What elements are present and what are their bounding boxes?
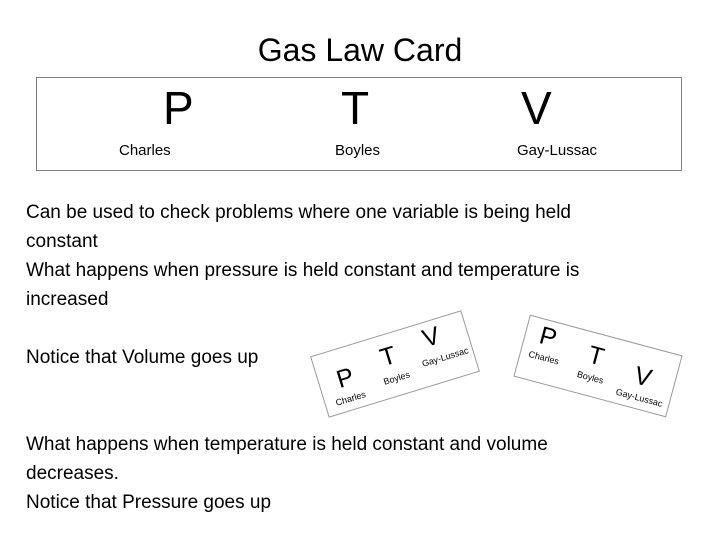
mini-right-letter-p: P [536,321,560,353]
body-line: constant [26,231,98,252]
card-letter-t: T [341,82,370,134]
body-line: Notice that Volume goes up [26,347,259,368]
mini-left-letter-t: T [376,341,400,373]
body-line: What happens when temperature is held co… [26,434,548,455]
card-letter-v: V [521,82,552,134]
mini-left-letter-v: V [419,321,444,354]
body-line: increased [26,289,109,310]
body-line: Can be used to check problems where one … [26,202,571,223]
card-name-charles: Charles [119,142,171,159]
slide-title: Gas Law Card [257,32,463,68]
body-line: Notice that Pressure goes up [26,492,272,513]
body-text: Can be used to check problems where one … [26,198,696,517]
card-name-gay-lussac: Gay-Lussac [517,142,598,159]
mini-right-letter-t: T [585,340,608,372]
mini-left-letter-p: P [333,362,358,394]
card-letter-p: P [163,82,194,134]
mini-right-letter-v: V [631,361,655,393]
mini-left-name-boyles: Boyles [382,369,412,387]
mini-left-name-charles: Charles [334,389,367,408]
mini-right-name-charles: Charles [527,348,561,367]
gas-law-card: P T V Charles Boyles Gay-Lussac [36,77,682,171]
body-line: What happens when pressure is held const… [26,260,580,281]
body-line: decreases. [26,463,119,484]
card-name-boyles: Boyles [335,142,381,159]
mini-right-name-boyles: Boyles [575,369,605,386]
